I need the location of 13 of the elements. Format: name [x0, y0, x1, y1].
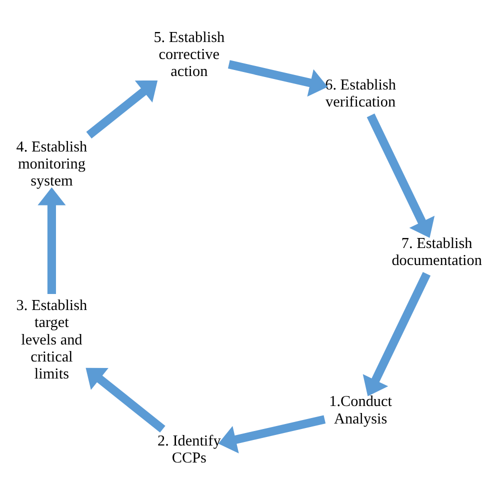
node-text: 5. Establish corrective action	[154, 28, 225, 80]
arrow	[366, 113, 435, 238]
node-text: 4. Establish monitoring system	[16, 138, 88, 190]
node-text: 2. Identify CCPs	[158, 432, 221, 466]
arrow	[362, 271, 431, 396]
node-text: 1.Conduct Analysis	[329, 392, 392, 427]
arrow	[86, 367, 166, 432]
arrow	[38, 186, 66, 294]
arrow	[218, 414, 326, 453]
node-text: 7. Establish documentation	[392, 234, 482, 268]
arrow	[86, 80, 158, 138]
arrow	[228, 60, 328, 96]
node-text: 3. Establish target levels and critical limits	[16, 296, 88, 382]
